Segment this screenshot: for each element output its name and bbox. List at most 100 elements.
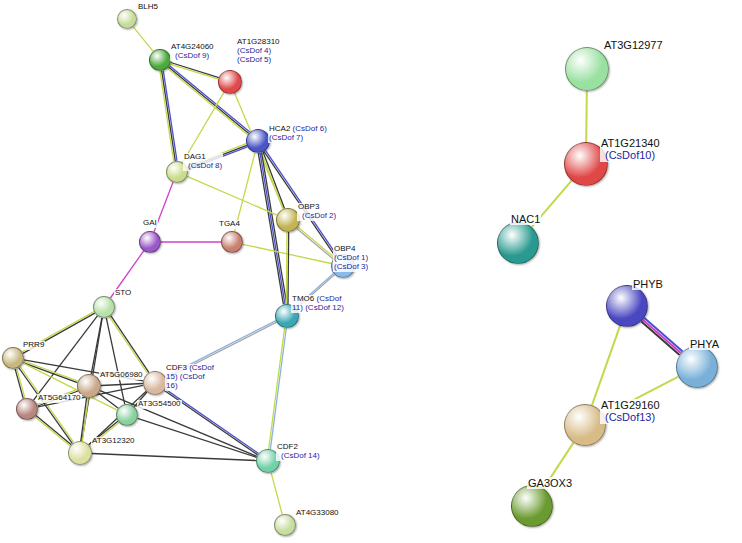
gene-name: AT4G24060: [171, 42, 214, 51]
evidence-line: [585, 91, 588, 142]
evidence-line: [109, 317, 147, 374]
interaction-edge: [22, 312, 95, 354]
node-label: AT1G21340 (CsDof10): [600, 137, 661, 162]
node-sphere: [139, 231, 161, 253]
csdof-name: (CsDof 4) (CsDof 5): [237, 46, 271, 64]
protein-node: PHYB: [606, 285, 648, 327]
evidence-line: [162, 71, 176, 161]
node-sphere: [497, 222, 539, 264]
node-label: CDF2 (CsDof 14): [276, 443, 321, 461]
node-sphere: [246, 129, 270, 153]
evidence-line: [592, 326, 620, 405]
gene-name: PHYB: [633, 278, 663, 290]
interaction-edge: [165, 321, 276, 379]
evidence-line: [23, 363, 77, 383]
evidence-line: [166, 322, 277, 378]
protein-node: GA3OX3: [511, 485, 553, 527]
protein-node: DAG1 (CsDof 8): [166, 161, 188, 183]
evidence-line: [133, 27, 153, 52]
evidence-line: [138, 418, 257, 457]
evidence-line: [271, 473, 282, 515]
interaction-edge: [92, 454, 256, 461]
protein-node: AT1G28310 (CsDof 4) (CsDof 5): [218, 70, 242, 94]
evidence-line: [643, 320, 681, 353]
protein-node: AT4G33080: [274, 514, 296, 536]
interaction-edge: [110, 251, 143, 298]
evidence-line: [17, 368, 25, 398]
node-sphere: [116, 404, 138, 426]
gene-name: CDF3: [166, 363, 187, 372]
protein-node: PHYA: [676, 346, 718, 388]
node-label: CDF3 (CsDof 15) (CsDof 16): [165, 364, 219, 391]
evidence-line: [297, 228, 334, 259]
evidence-line: [183, 92, 224, 162]
node-label: AT3G12320: [91, 437, 136, 446]
node-label: PRR9: [22, 341, 45, 350]
evidence-line: [101, 384, 143, 386]
gene-name: NAC1: [511, 213, 540, 225]
node-label: AT3G54500: [137, 400, 182, 409]
evidence-line: [22, 312, 94, 352]
evidence-line: [187, 176, 277, 215]
interaction-edge: [99, 393, 119, 408]
interaction-edge: [23, 363, 117, 410]
node-label: BLH5: [137, 3, 159, 12]
node-label: NAC1: [510, 213, 541, 225]
gene-name: GAI: [143, 218, 157, 227]
evidence-line: [81, 398, 87, 441]
gene-name: AT1G28310: [237, 37, 280, 46]
protein-node: OBP4 (CsDof 1) (CsDof 3): [331, 254, 355, 278]
node-sphere: [143, 371, 167, 395]
protein-node: TGA4: [221, 231, 243, 253]
gene-name: PRR9: [23, 340, 44, 349]
csdof-name: (CsDof 1) (CsDof 3): [334, 253, 368, 271]
evidence-line: [110, 251, 143, 298]
protein-node: AT1G21340 (CsDof10): [564, 142, 608, 186]
node-sphere: [2, 347, 24, 369]
interaction-edge: [164, 389, 258, 455]
interaction-edge: [35, 415, 71, 446]
csdof-name: (CsDof13): [601, 411, 660, 423]
evidence-line: [161, 241, 221, 242]
csdof-name: (CsDof10): [601, 149, 660, 161]
evidence-line: [160, 71, 174, 161]
interaction-edge: [138, 418, 257, 457]
interaction-edge: [297, 227, 335, 259]
protein-node: AT3G54500: [116, 404, 138, 426]
gene-name: AT5G06980: [100, 370, 143, 379]
interaction-edge: [286, 232, 288, 304]
interaction-edge: [187, 176, 277, 215]
evidence-line: [99, 393, 119, 408]
interaction-edge: [81, 398, 88, 441]
node-sphere: [68, 441, 92, 465]
gene-name: HCA2: [269, 124, 290, 133]
gene-name: AT3G12977: [604, 39, 663, 51]
evidence-line: [92, 454, 256, 461]
interaction-edge: [271, 473, 282, 515]
evidence-line: [167, 68, 247, 134]
node-label: PHYA: [689, 338, 720, 350]
node-sphere: [606, 285, 648, 327]
interaction-edge: [100, 391, 257, 457]
gene-name: AT3G54500: [138, 399, 181, 408]
protein-node: PRR9: [2, 347, 24, 369]
gene-name: TMO6: [292, 294, 314, 303]
node-label: OBP3 (CsDof 2): [297, 203, 337, 221]
gene-name: TGA4: [219, 219, 240, 228]
node-sphere: [565, 47, 609, 91]
gene-name: BLH5: [138, 2, 158, 11]
evidence-line: [269, 328, 285, 449]
csdof-name: (CsDof 9): [171, 52, 214, 61]
evidence-line: [286, 232, 288, 304]
gene-name: DAG1: [184, 152, 206, 161]
node-label: TMO6 (CsDof 11) (CsDof 12): [291, 295, 345, 313]
gene-name: STO: [115, 288, 131, 297]
evidence-line: [270, 328, 286, 449]
evidence-line: [287, 232, 289, 304]
gene-name: AT1G21340: [601, 137, 660, 149]
gene-name: AT3G12320: [92, 436, 135, 445]
evidence-line: [644, 318, 682, 351]
evidence-line: [23, 363, 117, 410]
interaction-edge: [133, 27, 153, 52]
